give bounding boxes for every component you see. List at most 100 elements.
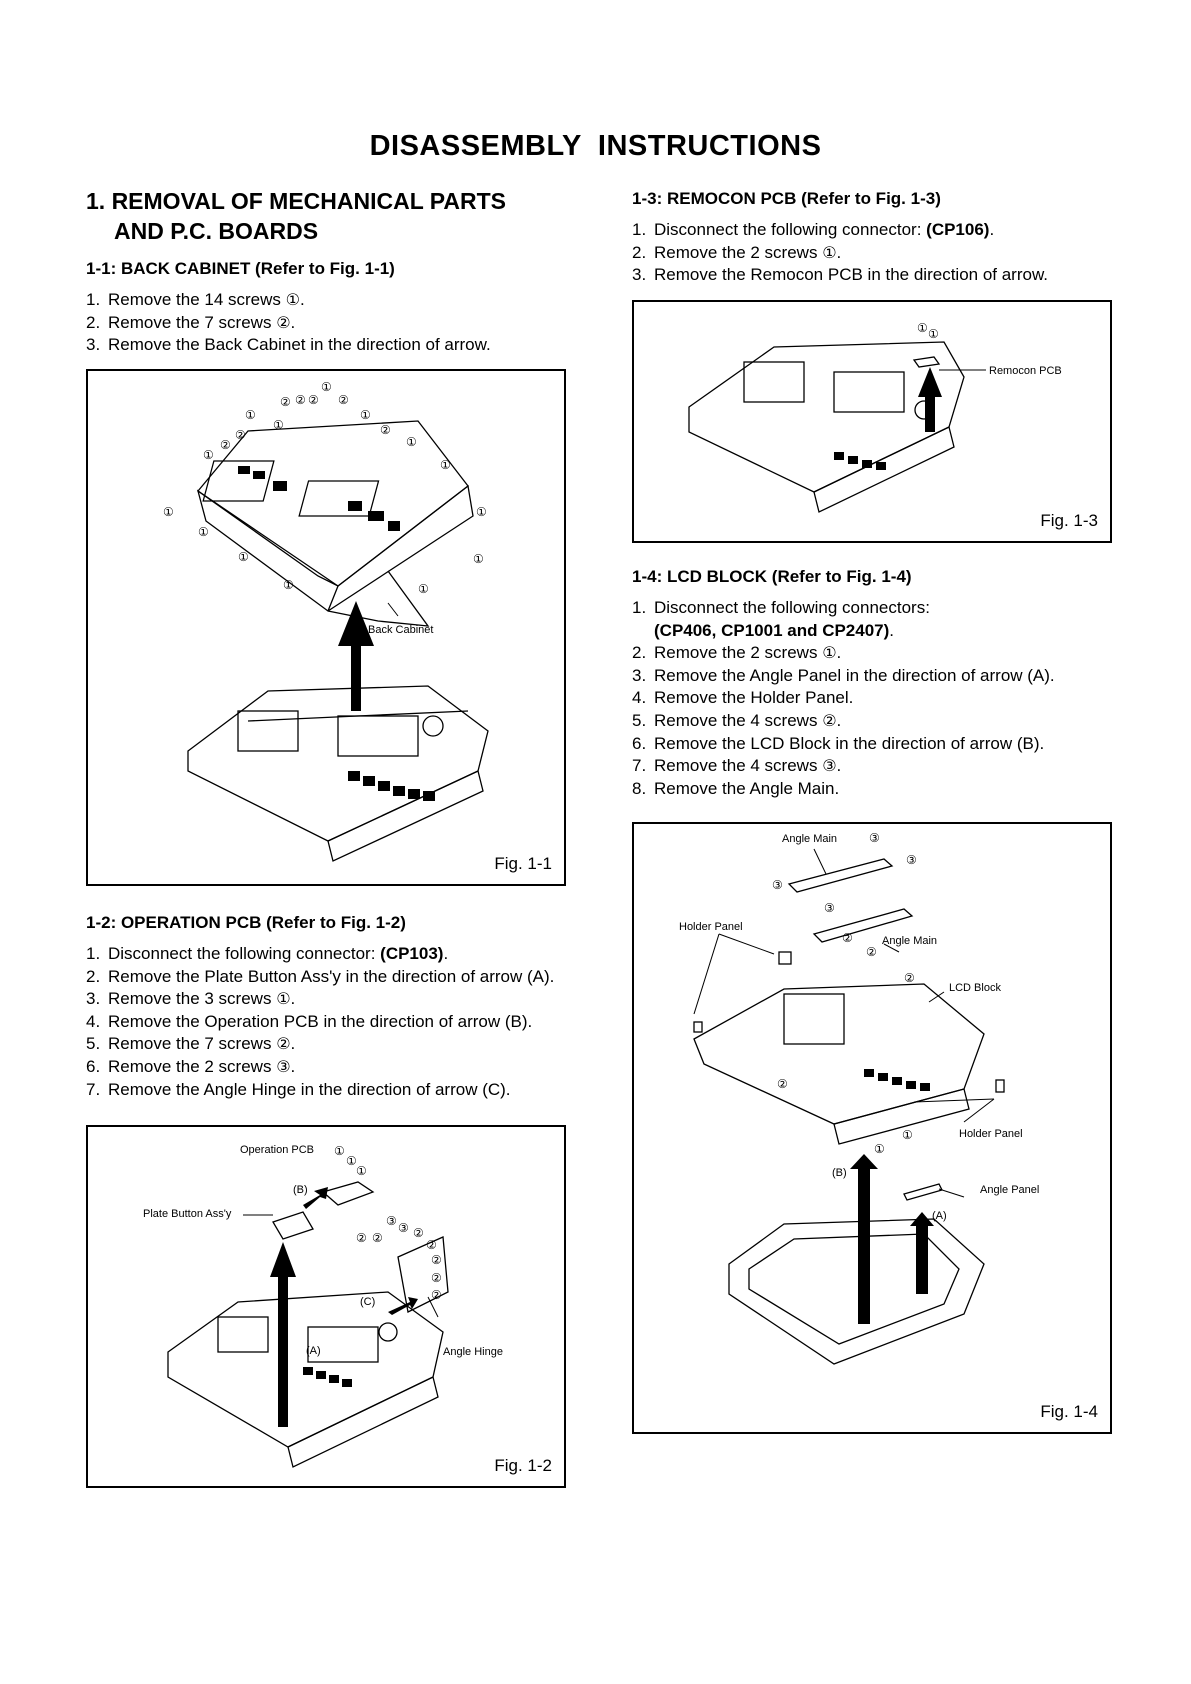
svg-text:③: ③ <box>824 901 835 915</box>
screw-mark: ① <box>822 242 837 262</box>
svg-text:②: ② <box>235 428 246 442</box>
steps-1-4: 1.Disconnect the following connectors: (… <box>632 597 1112 800</box>
figure-label: Fig. 1-1 <box>494 854 552 873</box>
svg-text:②: ② <box>413 1226 424 1240</box>
steps-1-2: 1.Disconnect the following connector: (C… <box>86 943 606 1101</box>
callout-lcd-block: LCD Block <box>949 982 1001 994</box>
right-column: 1-3: REMOCON PCB (Refer to Fig. 1-3) 1.D… <box>632 188 1112 287</box>
screw-mark: ③ <box>822 756 837 776</box>
svg-text:③: ③ <box>906 853 917 867</box>
svg-text:③: ③ <box>869 831 880 845</box>
figure-label: Fig. 1-3 <box>1040 511 1098 530</box>
callout-holder-panel-left: Holder Panel <box>679 921 743 933</box>
svg-text:②: ② <box>842 931 853 945</box>
step-item: 6.Remove the LCD Block in the direction … <box>632 733 1045 753</box>
step-item-continuation: (CP406, CP1001 and CP2407). <box>654 620 895 640</box>
svg-text:②: ② <box>220 438 231 452</box>
left-column: 1. REMOVAL OF MECHANICAL PARTS AND P.C. … <box>86 186 606 357</box>
svg-text:③: ③ <box>386 1214 397 1228</box>
svg-text:②: ② <box>431 1288 442 1302</box>
step-item: 2.Remove the 2 screws ①. <box>632 643 842 663</box>
subsection-heading-1-3: 1-3: REMOCON PCB (Refer to Fig. 1-3) <box>632 189 941 208</box>
svg-text:②: ② <box>295 393 306 407</box>
step-item: 4.Remove the Operation PCB in the direct… <box>86 1011 533 1031</box>
svg-text:①: ① <box>473 552 484 566</box>
step-item: 5.Remove the 7 screws ②. <box>86 1034 296 1054</box>
svg-text:①: ① <box>902 1128 913 1142</box>
screw-mark: ② <box>276 1034 291 1054</box>
svg-text:①: ① <box>283 578 294 592</box>
svg-text:①: ① <box>874 1142 885 1156</box>
step-item: 2.Remove the 2 screws ①. <box>632 242 842 262</box>
svg-text:②: ② <box>338 393 349 407</box>
step-item: 1.Disconnect the following connector: (C… <box>86 944 449 963</box>
callout-angle-panel: Angle Panel <box>980 1184 1039 1196</box>
connector-code: (CP406, CP1001 and CP2407) <box>654 620 890 640</box>
svg-text:②: ② <box>431 1253 442 1267</box>
svg-text:①: ① <box>198 525 209 539</box>
svg-text:①: ① <box>334 1144 345 1158</box>
subsection-heading-1-4: 1-4: LCD BLOCK (Refer to Fig. 1-4) <box>632 567 912 586</box>
svg-text:③: ③ <box>772 878 783 892</box>
svg-text:①: ① <box>406 435 417 449</box>
svg-text:①: ① <box>203 448 214 462</box>
step-item: 1.Remove the 14 screws ①. <box>86 290 305 309</box>
svg-text:②: ② <box>280 395 291 409</box>
step-item: 1.Disconnect the following connectors: <box>632 598 930 617</box>
connector-code: (CP103) <box>380 944 444 963</box>
callout-remocon-pcb: Remocon PCB <box>989 365 1062 377</box>
svg-text:②: ② <box>904 971 915 985</box>
callout-plate-button: Plate Button Ass'y <box>143 1208 232 1220</box>
section-heading: 1. REMOVAL OF MECHANICAL PARTS AND P.C. … <box>86 186 606 246</box>
svg-text:②: ② <box>380 423 391 437</box>
subsection-heading-1-2: 1-2: OPERATION PCB (Refer to Fig. 1-2) <box>86 913 406 932</box>
svg-text:①: ① <box>321 380 332 394</box>
section-heading-line2: AND P.C. BOARDS <box>114 218 319 244</box>
step-item: 7.Remove the Angle Hinge in the directio… <box>86 1079 511 1099</box>
step-item: 3.Remove the Remocon PCB in the directio… <box>632 265 1049 285</box>
svg-text:①: ① <box>356 1164 367 1178</box>
step-item: 1.Disconnect the following connector: (C… <box>632 220 995 239</box>
left-column-lower: 1-2: OPERATION PCB (Refer to Fig. 1-2) 1… <box>86 912 606 1101</box>
step-item: 2.Remove the Plate Button Ass'y in the d… <box>86 966 555 986</box>
callout-operation-pcb: Operation PCB <box>240 1144 314 1156</box>
svg-text:②: ② <box>308 393 319 407</box>
section-heading-line1: 1. REMOVAL OF MECHANICAL PARTS <box>86 188 506 214</box>
step-item: 6.Remove the 2 screws ③. <box>86 1056 296 1076</box>
figure-label: Fig. 1-2 <box>494 1456 552 1475</box>
arrow-b-label: (B) <box>832 1167 847 1179</box>
svg-text:①: ① <box>273 418 284 432</box>
arrow-a-label: (A) <box>306 1345 321 1357</box>
svg-text:①: ① <box>418 582 429 596</box>
figure-label: Fig. 1-4 <box>1040 1402 1098 1421</box>
svg-text:②: ② <box>372 1231 383 1245</box>
step-item: 3.Remove the 3 screws ①. <box>86 989 296 1009</box>
steps-1-3: 1.Disconnect the following connector: (C… <box>632 219 1112 287</box>
arrow-a-label: (A) <box>932 1210 947 1222</box>
step-item: 4.Remove the Holder Panel. <box>632 688 854 708</box>
svg-text:②: ② <box>431 1271 442 1285</box>
callout-angle-main-mid: Angle Main <box>882 935 937 947</box>
callout-back-cabinet: Back Cabinet <box>368 624 433 636</box>
screw-mark: ② <box>276 312 291 332</box>
callout-angle-main-top: Angle Main <box>782 833 837 845</box>
page-title: DISASSEMBLY INSTRUCTIONS <box>369 130 822 162</box>
subsection-heading-1-1: 1-1: BACK CABINET (Refer to Fig. 1-1) <box>86 259 395 278</box>
step-item: 3.Remove the Angle Panel in the directio… <box>632 665 1055 685</box>
svg-text:①: ① <box>917 321 928 335</box>
step-item: 3.Remove the Back Cabinet in the directi… <box>86 335 491 355</box>
step-item: 7.Remove the 4 screws ③. <box>632 756 842 776</box>
svg-text:①: ① <box>476 505 487 519</box>
svg-text:①: ① <box>245 408 256 422</box>
svg-text:①: ① <box>238 550 249 564</box>
screw-mark: ② <box>822 710 837 730</box>
svg-text:③: ③ <box>398 1221 409 1235</box>
svg-text:①: ① <box>928 327 939 341</box>
screw-mark: ③ <box>276 1056 291 1076</box>
svg-text:①: ① <box>440 458 451 472</box>
